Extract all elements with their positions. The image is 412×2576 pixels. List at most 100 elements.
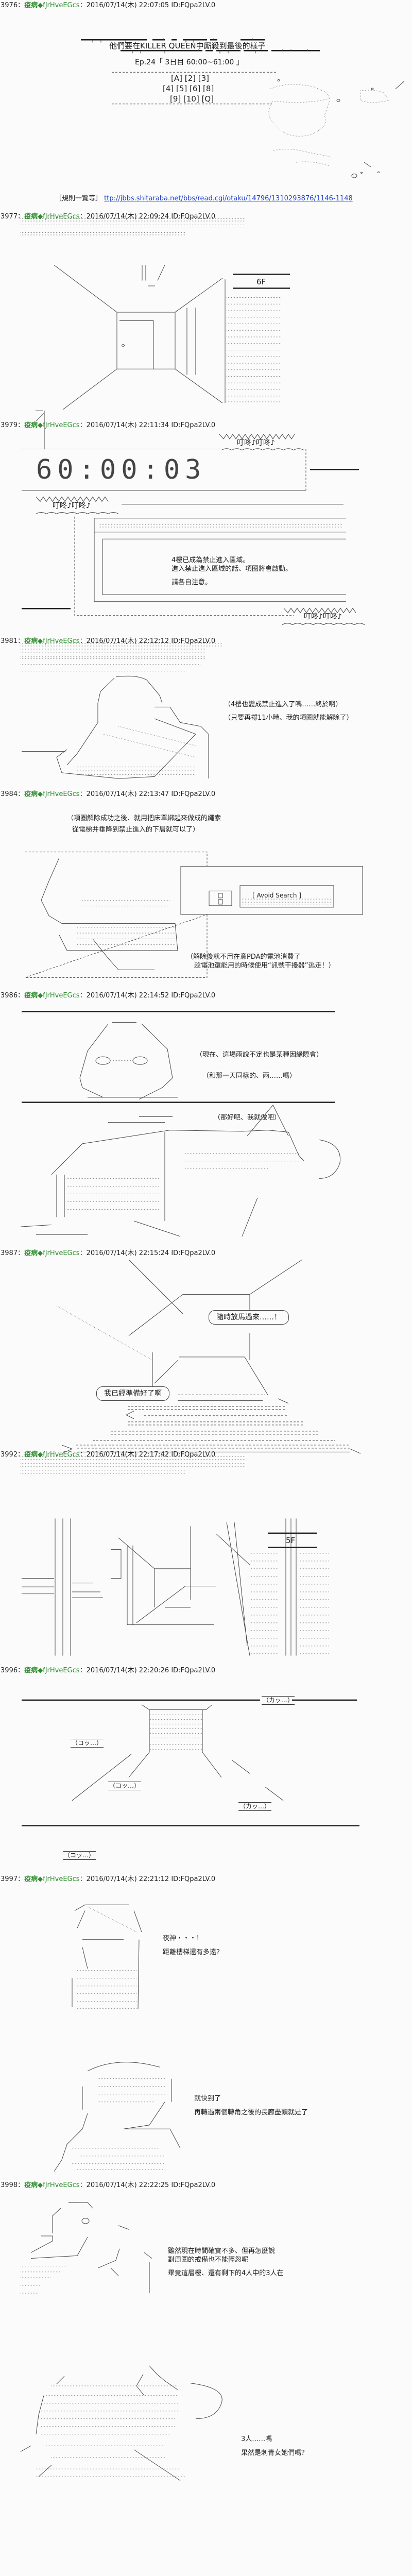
poster-trip: ◆fJrHveEGcs bbox=[38, 1667, 80, 1674]
footstep-sfx: （カッ…） bbox=[238, 1802, 272, 1811]
footstep-sfx: （コッ…） bbox=[108, 1782, 142, 1790]
episode-label: Ep.24「 3日目 60:00~61:00 」 bbox=[135, 58, 244, 66]
dialogue-line: 雖然現在時間確實不多、但再怎麼說 bbox=[168, 2247, 276, 2255]
dialogue-line: 對周圍的戒備也不能輕忽呢 bbox=[168, 2256, 249, 2264]
poster-name[interactable]: 疫病 bbox=[24, 2, 38, 9]
post-datetime: 2016/07/14(木) 22:14:52 bbox=[86, 992, 169, 999]
footstep-sfx: （カッ…） bbox=[262, 1696, 295, 1705]
post-number: 3998 bbox=[1, 2181, 18, 2189]
poster-id: ID:FQpa2LV.0 bbox=[171, 421, 216, 429]
poster-name[interactable]: 疫病 bbox=[24, 1451, 38, 1459]
post-number: 3997 bbox=[1, 1875, 18, 1883]
speech-bubble-already-prepared: 我已經準備好了啊 bbox=[96, 1386, 169, 1401]
poster-trip: ◆fJrHveEGcs bbox=[38, 790, 80, 798]
header-separator: ： bbox=[79, 213, 87, 221]
post-datetime: 2016/07/14(木) 22:11:34 bbox=[86, 421, 169, 429]
card-row-3: [9] [10] [Q] bbox=[170, 94, 214, 104]
poster-name[interactable]: 疫病 bbox=[24, 213, 38, 221]
header-separator: ： bbox=[79, 637, 87, 645]
card-row-2: [4] [5] [6] [8] bbox=[163, 84, 214, 93]
monologue-line: （項圈解除成功之後、就用把床單綁起來做成的繩索 bbox=[67, 815, 221, 822]
dialogue-line: 距離樓梯還有多遠？ bbox=[163, 1948, 224, 1956]
post-number: 3996 bbox=[1, 1667, 18, 1674]
countdown-timer: 60:00:03 bbox=[36, 454, 207, 485]
poster-name[interactable]: 疫病 bbox=[24, 2181, 38, 2189]
header-separator: ： bbox=[18, 637, 25, 645]
header-separator: ： bbox=[18, 1451, 25, 1459]
title-frame-art bbox=[81, 38, 320, 104]
header-separator: ： bbox=[18, 2181, 25, 2189]
monologue-line: 趁電池還能用的時候使用“訊號干擾器”逃走！） bbox=[194, 962, 335, 970]
rules-label: ［規則一覽等］ bbox=[55, 195, 102, 202]
story-title: 他們要在KILLER QUEEN中廝殺到最後的樣子 bbox=[109, 41, 266, 50]
post-header: 3984：疫病◆fJrHveEGcs：2016/07/14(木) 22:13:4… bbox=[1, 790, 215, 799]
card-row-1: [A] [2] [3] bbox=[171, 74, 209, 83]
poster-trip: ◆fJrHveEGcs bbox=[38, 213, 80, 221]
corridor-5f-art bbox=[21, 1456, 330, 1655]
poster-name[interactable]: 疫病 bbox=[24, 790, 38, 798]
chime-text-1: 叮咚♪叮咚♪ bbox=[237, 439, 275, 447]
header-separator: ： bbox=[79, 421, 87, 429]
monologue-line: （只要再撐11小時、我的項圈就能解除了） bbox=[224, 714, 353, 722]
header-separator: ： bbox=[79, 992, 87, 999]
student-character-art bbox=[54, 2062, 180, 2172]
header-separator: ： bbox=[79, 1875, 87, 1883]
post-header: 3996：疫病◆fJrHveEGcs：2016/07/14(木) 22:20:2… bbox=[1, 1667, 215, 1675]
poster-trip: ◆fJrHveEGcs bbox=[38, 992, 80, 999]
hallway-footsteps-art bbox=[22, 1700, 359, 1826]
poster-name[interactable]: 疫病 bbox=[24, 1875, 38, 1883]
poster-trip: ◆fJrHveEGcs bbox=[38, 1249, 80, 1257]
poster-trip: ◆fJrHveEGcs bbox=[38, 421, 80, 429]
announcement-line-1: 4樓已成為禁止進入區域。 bbox=[171, 556, 250, 564]
post-header: 3977：疫病◆fJrHveEGcs：2016/07/14(木) 22:09:2… bbox=[1, 213, 215, 221]
monologue-line: 從電梯井垂降到禁止進入的下層就可以了） bbox=[72, 826, 200, 834]
post-number: 3992 bbox=[1, 1451, 18, 1459]
post-datetime: 2016/07/14(木) 22:12:12 bbox=[86, 637, 169, 645]
chime-text-2: 叮咚♪叮咚♪ bbox=[53, 502, 91, 510]
poster-name[interactable]: 疫病 bbox=[24, 992, 38, 999]
post-header: 3997：疫病◆fJrHveEGcs：2016/07/14(木) 22:21:1… bbox=[1, 1875, 215, 1884]
header-separator: ： bbox=[18, 2, 25, 9]
post-number: 3987 bbox=[1, 1249, 18, 1257]
footstep-sfx: （コッ…） bbox=[63, 1851, 96, 1860]
post-number: 3976 bbox=[1, 2, 18, 9]
poster-id: ID:FQpa2LV.0 bbox=[171, 1249, 216, 1257]
header-separator: ： bbox=[18, 1667, 25, 1674]
monologue-line: （和那一天同樣的、雨……嗎） bbox=[202, 1072, 297, 1080]
post-datetime: 2016/07/14(木) 22:20:26 bbox=[86, 1667, 169, 1674]
poster-name[interactable]: 疫病 bbox=[24, 637, 38, 645]
header-separator: ： bbox=[79, 2181, 87, 2189]
bird-and-girl-art bbox=[21, 2202, 222, 2481]
header-separator: ： bbox=[79, 2, 87, 9]
dialogue-line: 再轉過兩個轉角之後的長廊盡頭就是了 bbox=[194, 2109, 308, 2116]
poster-name[interactable]: 疫病 bbox=[24, 1667, 38, 1674]
poster-trip: ◆fJrHveEGcs bbox=[38, 2181, 80, 2189]
post-datetime: 2016/07/14(木) 22:22:25 bbox=[86, 2181, 169, 2189]
header-separator: ： bbox=[79, 1249, 87, 1257]
post-datetime: 2016/07/14(木) 22:13:47 bbox=[86, 790, 169, 798]
post-header: 3976：疫病◆fJrHveEGcs：2016/07/14(木) 22:07:0… bbox=[1, 2, 215, 10]
creature-art bbox=[269, 79, 404, 177]
speech-bubble-ready-anytime: 隨時放馬過來……！ bbox=[209, 1310, 289, 1325]
floor-sign-6f: 6F bbox=[256, 277, 266, 286]
timer-frame-art bbox=[22, 449, 359, 615]
header-separator: ： bbox=[18, 790, 25, 798]
corridor-6f-art bbox=[21, 218, 290, 449]
post-header: 3981：疫病◆fJrHveEGcs：2016/07/14(木) 22:12:1… bbox=[1, 637, 215, 646]
header-separator: ： bbox=[79, 1451, 87, 1459]
dialogue-line: 果然是刺青女她們嗎？ bbox=[241, 2449, 308, 2457]
poster-id: ID:FQpa2LV.0 bbox=[171, 637, 216, 645]
footstep-sfx: （コッ…） bbox=[71, 1739, 104, 1748]
rules-link[interactable]: ttp://jbbs.shitaraba.net/bbs/read.cgi/ot… bbox=[104, 195, 353, 202]
chime-text-3: 叮咚♪叮咚♪ bbox=[304, 613, 342, 621]
post-datetime: 2016/07/14(木) 22:21:12 bbox=[86, 1875, 169, 1883]
header-separator: ： bbox=[18, 992, 25, 999]
header-separator: ： bbox=[18, 1875, 25, 1883]
poster-id: ID:FQpa2LV.0 bbox=[171, 2181, 216, 2189]
poster-name[interactable]: 疫病 bbox=[24, 421, 38, 429]
poster-name[interactable]: 疫病 bbox=[24, 1249, 38, 1257]
post-datetime: 2016/07/14(木) 22:17:42 bbox=[86, 1451, 169, 1459]
post-header: 3992：疫病◆fJrHveEGcs：2016/07/14(木) 22:17:4… bbox=[1, 1451, 215, 1459]
poster-trip: ◆fJrHveEGcs bbox=[38, 1451, 80, 1459]
poster-id: ID:FQpa2LV.0 bbox=[171, 790, 216, 798]
